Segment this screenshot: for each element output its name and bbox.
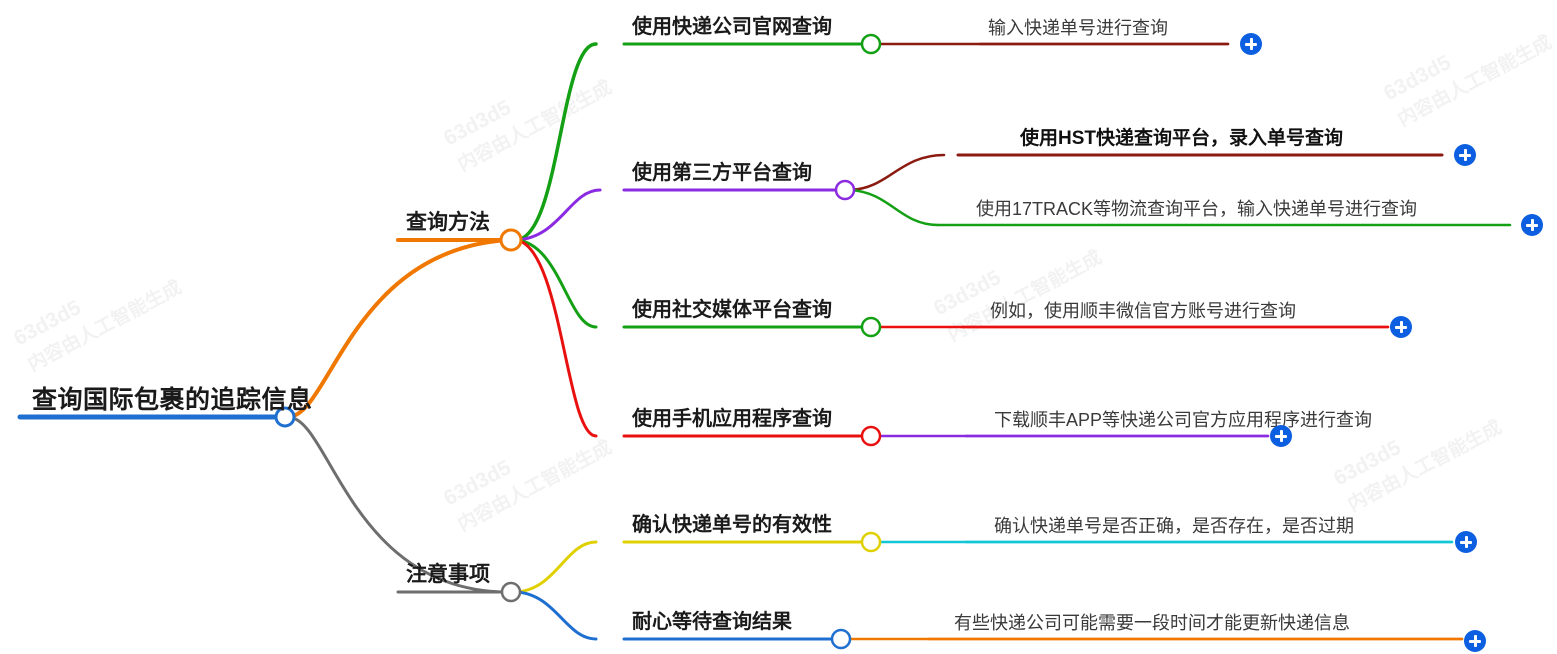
edge-root-notes: [286, 415, 510, 594]
topic-node-wait-patiently[interactable]: 耐心等待查询结果: [622, 612, 802, 634]
branch-node-notes-label: 注意事项: [406, 563, 490, 586]
node-dot-c1: [860, 33, 882, 55]
node-dot-root: [274, 406, 296, 428]
topic-node-mobile-app[interactable]: 使用手机应用程序查询: [622, 409, 842, 431]
expand-plus-icon[interactable]: [1464, 630, 1486, 652]
leaf-node-download-sf-app[interactable]: 下载顺丰APP等快递公司官方应用程序进行查询: [984, 411, 1382, 431]
topic-node-mobile-app-label: 使用手机应用程序查询: [632, 408, 832, 430]
topic-node-wait-patiently-label: 耐心等待查询结果: [632, 611, 792, 633]
root-node-label: 查询国际包裹的追踪信息: [32, 386, 313, 414]
topic-node-social-media-label: 使用社交媒体平台查询: [632, 299, 832, 321]
leaf-node-hst-platform[interactable]: 使用HST快递查询平台，录入单号查询: [1010, 129, 1353, 150]
leaf-node-sf-wechat[interactable]: 例如，使用顺丰微信官方账号进行查询: [980, 302, 1306, 322]
node-dot-c3: [860, 316, 882, 338]
leaf-node-download-sf-app-label: 下载顺丰APP等快递公司官方应用程序进行查询: [994, 410, 1373, 430]
node-dot-c4: [860, 425, 882, 447]
expand-plus-icon[interactable]: [1270, 425, 1292, 447]
expand-plus-icon[interactable]: [1454, 144, 1476, 166]
branch-node-methods-label: 查询方法: [406, 211, 490, 234]
leaf-node-17track-platform-label: 使用17TRACK等物流查询平台，输入快递单号进行查询: [976, 199, 1418, 219]
leaf-node-update-delay-label: 有些快递公司可能需要一段时间才能更新快递信息: [954, 613, 1350, 633]
topic-node-verify-tracking-number-label: 确认快递单号的有效性: [632, 514, 832, 536]
topic-node-third-party-label: 使用第三方平台查询: [632, 162, 812, 184]
topic-node-official-site-label: 使用快递公司官网查询: [632, 16, 832, 38]
leaf-node-17track-platform[interactable]: 使用17TRACK等物流查询平台，输入快递单号进行查询: [966, 200, 1427, 220]
root-node[interactable]: 查询国际包裹的追踪信息: [22, 388, 323, 415]
topic-node-third-party[interactable]: 使用第三方平台查询: [622, 163, 822, 185]
leaf-node-check-number-validity-label: 确认快递单号是否正确，是否存在，是否过期: [994, 516, 1354, 536]
topic-node-verify-tracking-number[interactable]: 确认快递单号的有效性: [622, 515, 842, 537]
leaf-node-enter-tracking-number[interactable]: 输入快递单号进行查询: [978, 19, 1178, 39]
leaf-node-check-number-validity[interactable]: 确认快递单号是否正确，是否存在，是否过期: [984, 517, 1364, 537]
edge-c2-leaf1: [848, 153, 946, 192]
expand-plus-icon[interactable]: [1455, 531, 1477, 553]
edge-notes-c2: [514, 590, 598, 641]
expand-plus-icon[interactable]: [1240, 33, 1262, 55]
leaf-node-sf-wechat-label: 例如，使用顺丰微信官方账号进行查询: [990, 301, 1296, 321]
leaf-node-hst-platform-label: 使用HST快递查询平台，录入单号查询: [1020, 128, 1344, 149]
branch-node-notes[interactable]: 注意事项: [396, 564, 500, 587]
node-dot-methods: [499, 228, 523, 252]
edge-methods-c3: [514, 238, 598, 329]
node-dot-c2: [834, 179, 856, 201]
edge-methods-c2: [514, 188, 602, 242]
node-dot-notes: [500, 581, 522, 603]
edge-methods-c1: [514, 42, 598, 242]
node-dot-n1: [860, 531, 882, 553]
leaf-node-update-delay[interactable]: 有些快递公司可能需要一段时间才能更新快递信息: [944, 614, 1360, 634]
branch-node-methods[interactable]: 查询方法: [396, 212, 500, 235]
leaf-node-enter-tracking-number-label: 输入快递单号进行查询: [988, 18, 1168, 38]
edge-root-methods: [286, 238, 510, 419]
topic-node-official-site[interactable]: 使用快递公司官网查询: [622, 17, 842, 39]
topic-node-social-media[interactable]: 使用社交媒体平台查询: [622, 300, 842, 322]
expand-plus-icon[interactable]: [1521, 214, 1543, 236]
edge-c2-leaf2: [848, 188, 940, 227]
expand-plus-icon[interactable]: [1390, 316, 1412, 338]
edge-notes-c1: [514, 540, 598, 594]
edge-methods-c4: [514, 238, 598, 438]
node-dot-n2: [830, 628, 852, 650]
